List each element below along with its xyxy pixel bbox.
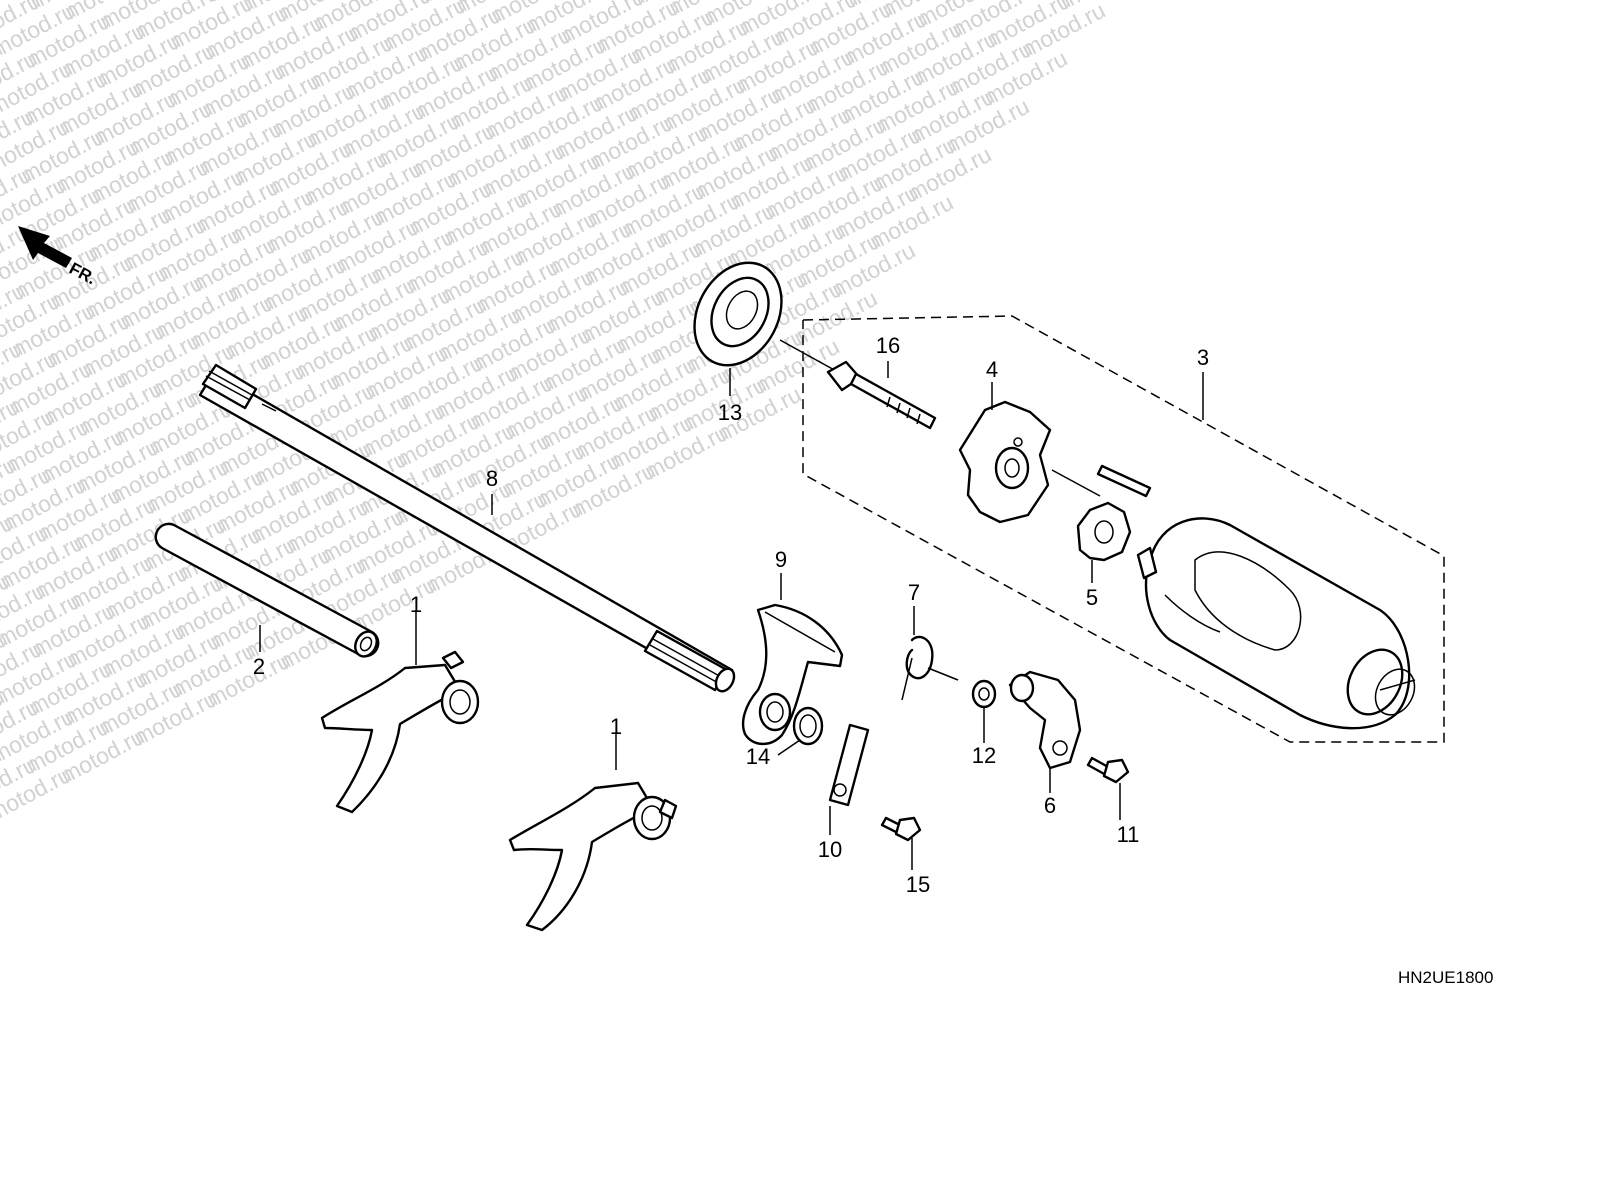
part-1-shift-fork-lower <box>508 781 678 932</box>
callout-7: 7 <box>908 580 920 605</box>
part-13-bearing <box>693 261 839 373</box>
callout-15: 15 <box>906 872 930 897</box>
part-6-stopper-arm <box>1008 670 1082 770</box>
part-3-shift-drum <box>1136 517 1416 730</box>
part-9-gearshift-arm <box>741 603 844 746</box>
callout-3: 3 <box>1197 345 1209 370</box>
callout-16: 16 <box>876 333 900 358</box>
part-5-pin-plate <box>1076 501 1132 562</box>
callout-8: 8 <box>486 466 498 491</box>
part-14-circlip <box>792 706 824 746</box>
leader-lines <box>259 361 1204 870</box>
dowel-pin <box>1096 464 1152 498</box>
callout-5: 5 <box>1086 585 1098 610</box>
callout-14: 14 <box>746 744 770 769</box>
callout-4: 4 <box>986 357 998 382</box>
part-10-link-plate <box>828 723 870 807</box>
part-4-shift-drum-center <box>958 400 1101 524</box>
callout-6: 6 <box>1044 793 1056 818</box>
diagram-code: HN2UE1800 <box>1398 968 1493 987</box>
watermark-layer: motod.rumotod.rumotod.rumotod.rumotod.ru… <box>0 0 1147 864</box>
part-8-gearshift-spindle <box>198 363 736 693</box>
callout-9: 9 <box>775 547 787 572</box>
callout-13: 13 <box>718 400 742 425</box>
part-7-return-spring <box>901 635 959 701</box>
part-12-collar <box>971 679 997 709</box>
part-15-bolt <box>880 816 922 842</box>
part-16-bolt <box>826 360 937 430</box>
callout-1a: 1 <box>410 592 422 617</box>
callout-12: 12 <box>972 743 996 768</box>
part-11-bolt <box>1086 756 1130 784</box>
part-1-shift-fork-upper <box>320 650 480 814</box>
callout-11: 11 <box>1117 822 1140 847</box>
callout-10: 10 <box>818 837 842 862</box>
callout-1b: 1 <box>610 714 622 739</box>
callout-2: 2 <box>253 654 265 679</box>
part-2-fork-shaft <box>154 522 380 658</box>
callouts: 1 1 2 3 4 5 6 7 8 9 10 11 12 13 14 15 16 <box>253 333 1209 897</box>
assembly-3-outline <box>802 315 1445 743</box>
